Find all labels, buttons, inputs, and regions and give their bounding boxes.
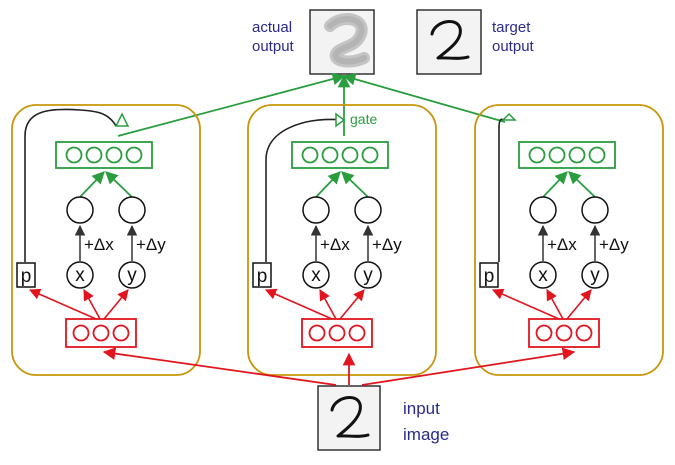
target-digit-icon (430, 19, 470, 60)
generation-unit (301, 146, 319, 164)
generation-unit (65, 146, 83, 164)
input-image-label-2: image (403, 425, 449, 444)
hidden-node-y (354, 196, 382, 224)
x-label: x (75, 265, 85, 286)
probability-unit (252, 262, 272, 288)
recognition-unit (328, 324, 346, 342)
generation-unit (548, 146, 566, 164)
capsule-2: +Δx +Δy p x y gate (247, 104, 437, 376)
recog-to-p (264, 288, 333, 320)
input-connections (102, 347, 576, 386)
gate-triangle (501, 112, 517, 121)
hidden-to-gen-right (105, 171, 133, 198)
gate-label: gate (350, 111, 377, 127)
generation-unit (341, 146, 359, 164)
hidden-node-y (118, 196, 146, 224)
y-label: y (363, 265, 373, 286)
recognition-unit (308, 324, 326, 342)
y-label: y (127, 265, 137, 286)
probability-unit (16, 262, 36, 288)
recognition-unit (112, 324, 130, 342)
hidden-to-gen-left (315, 171, 341, 198)
capsule-3: +Δx +Δy p x y (474, 104, 664, 376)
y-label: y (590, 265, 600, 286)
gate-triangle (114, 112, 130, 127)
recognition-unit (535, 324, 553, 342)
recognition-unit (92, 324, 110, 342)
generation-unit (105, 146, 123, 164)
recognition-unit (72, 324, 90, 342)
actual-output-panel (309, 9, 375, 75)
generation-unit (528, 146, 546, 164)
generation-unit (125, 146, 143, 164)
hidden-to-gen-right (568, 171, 596, 198)
delta-x-label: +Δx (320, 235, 350, 254)
probability-unit (479, 262, 499, 288)
probability-gate-line (498, 118, 504, 262)
probability-gate-line (24, 108, 117, 262)
recog-to-x (319, 289, 337, 320)
input-image-panel (317, 385, 381, 451)
y-node (354, 261, 382, 289)
recognition-unit (348, 324, 366, 342)
target-output-label-2: output (492, 38, 535, 55)
recog-to-p (491, 288, 560, 320)
probability-label: p (257, 266, 268, 287)
generation-unit (361, 146, 379, 164)
delta-x-label: +Δx (84, 235, 114, 254)
hidden-node-y (581, 196, 609, 224)
hidden-to-gen-left (542, 171, 568, 198)
x-node (302, 261, 330, 289)
delta-y-label: +Δy (599, 235, 629, 254)
delta-y-label: +Δy (136, 235, 166, 254)
gate-triangle (335, 112, 346, 128)
probability-label: p (484, 266, 495, 287)
y-node (118, 261, 146, 289)
hidden-node-x (302, 196, 330, 224)
recog-to-p (28, 288, 97, 320)
hidden-to-gen-left (79, 171, 105, 198)
target-output-panel (416, 9, 482, 75)
recognition-unit (575, 324, 593, 342)
x-node (66, 261, 94, 289)
capsule-1: +Δx +Δy p x y (11, 104, 201, 376)
hidden-to-gen-right (341, 171, 369, 198)
generation-unit (85, 146, 103, 164)
actual-output-label-2: output (252, 38, 295, 55)
probability-gate-line (265, 118, 345, 262)
delta-x-label: +Δx (547, 235, 577, 254)
recog-to-x (546, 289, 564, 320)
hidden-node-x (529, 196, 557, 224)
target-output-label-1: target (492, 19, 531, 36)
generation-unit (568, 146, 586, 164)
blurry-digit-icon (324, 13, 370, 68)
input-digit-icon (330, 395, 370, 438)
recog-to-y (339, 289, 365, 320)
actual-output-label-1: actual (252, 19, 292, 36)
recog-to-x (83, 289, 101, 320)
x-node (529, 261, 557, 289)
output-connections (117, 72, 506, 137)
capsule-border (474, 104, 664, 376)
delta-y-label: +Δy (372, 235, 402, 254)
hidden-node-x (66, 196, 94, 224)
generation-unit (588, 146, 606, 164)
y-node (581, 261, 609, 289)
capsule-border (247, 104, 437, 376)
x-label: x (538, 265, 548, 286)
generation-unit (321, 146, 339, 164)
capsule-border (11, 104, 201, 376)
input-image-label-1: input (403, 399, 440, 418)
x-label: x (311, 265, 321, 286)
recognition-unit (555, 324, 573, 342)
probability-label: p (21, 266, 32, 287)
recog-to-y (103, 289, 129, 320)
recog-to-y (566, 289, 592, 320)
